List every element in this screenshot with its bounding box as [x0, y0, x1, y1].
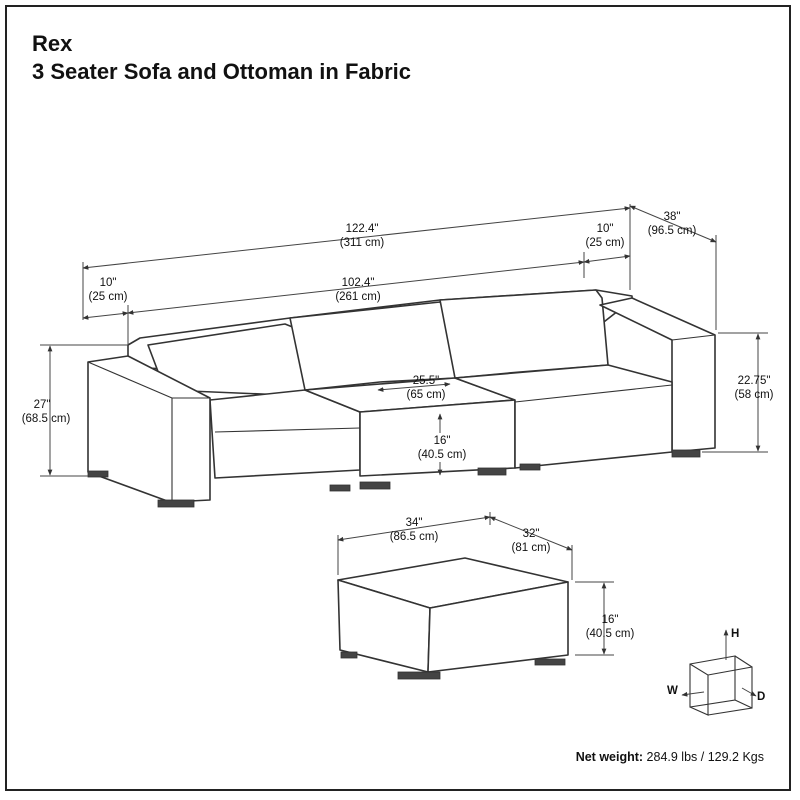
- total-width-cm: (311 cm): [340, 237, 385, 249]
- seat-depth-in: 25.5": [413, 375, 439, 387]
- left-arm-cm: (25 cm): [89, 291, 128, 303]
- ottoman-depth-cm: (81 cm): [512, 542, 551, 554]
- right-arm-cm: (25 cm): [586, 237, 625, 249]
- ottoman-width-in: 34": [406, 517, 423, 529]
- net-weight-value: 284.9 lbs / 129.2 Kgs: [646, 750, 764, 764]
- axis-d-label: D: [757, 691, 765, 703]
- sofa-foot: [87, 470, 109, 478]
- axis-w-label: W: [667, 685, 678, 697]
- axis-h-label: H: [731, 628, 739, 640]
- sofa-foot: [157, 499, 195, 508]
- dimension-lines: [40, 204, 768, 656]
- sofa-foot: [671, 449, 701, 458]
- net-weight: Net weight: 284.9 lbs / 129.2 Kgs: [576, 750, 764, 764]
- right-arm-in: 10": [597, 223, 614, 235]
- ottoman-width-cm: (86.5 cm): [390, 531, 439, 543]
- depth-cm: (96.5 cm): [648, 225, 697, 237]
- seat-depth-cm: (65 cm): [407, 389, 446, 401]
- height-in: 27": [34, 399, 51, 411]
- ottoman-height-in: 16": [602, 614, 619, 626]
- ottoman-foot: [534, 658, 566, 666]
- sofa-drawing: [87, 289, 716, 508]
- left-arm-in: 10": [100, 277, 117, 289]
- ottoman-foot: [340, 651, 358, 659]
- seat-height-cm: (40.5 cm): [418, 449, 467, 461]
- sofa-foot: [477, 467, 507, 476]
- inner-width-cm: (261 cm): [335, 291, 381, 303]
- ottoman-foot: [397, 671, 441, 680]
- ottoman-right-face: [427, 581, 569, 673]
- total-width-in: 122.4": [346, 223, 379, 235]
- net-weight-label: Net weight:: [575, 750, 644, 764]
- diagram-frame: [5, 5, 791, 791]
- ottoman-height-cm: (40.5 cm): [586, 628, 635, 640]
- inner-width-in: 102.4": [342, 277, 375, 289]
- depth-in: 38": [664, 211, 681, 223]
- height-cm: (68.5 cm): [22, 413, 71, 425]
- sofa-back-cushion-right: [439, 289, 609, 379]
- axis-cube-icon: H W D: [667, 628, 765, 716]
- ottoman-depth-in: 32": [523, 528, 540, 540]
- seat-height-in: 16": [434, 435, 451, 447]
- sofa-foot: [359, 481, 391, 490]
- product-subtitle: 3 Seater Sofa and Ottoman in Fabric: [32, 59, 411, 84]
- sofa-foot: [519, 463, 541, 471]
- sofa-foot: [329, 484, 351, 492]
- ottoman-drawing: [337, 557, 569, 680]
- product-name: Rex: [32, 31, 73, 56]
- arm-height-cm: (58 cm): [735, 389, 774, 401]
- dimension-labels: 122.4" (311 cm) 102.4" (261 cm) 10" (25 …: [22, 211, 774, 640]
- arm-height-in: 22.75": [738, 375, 771, 387]
